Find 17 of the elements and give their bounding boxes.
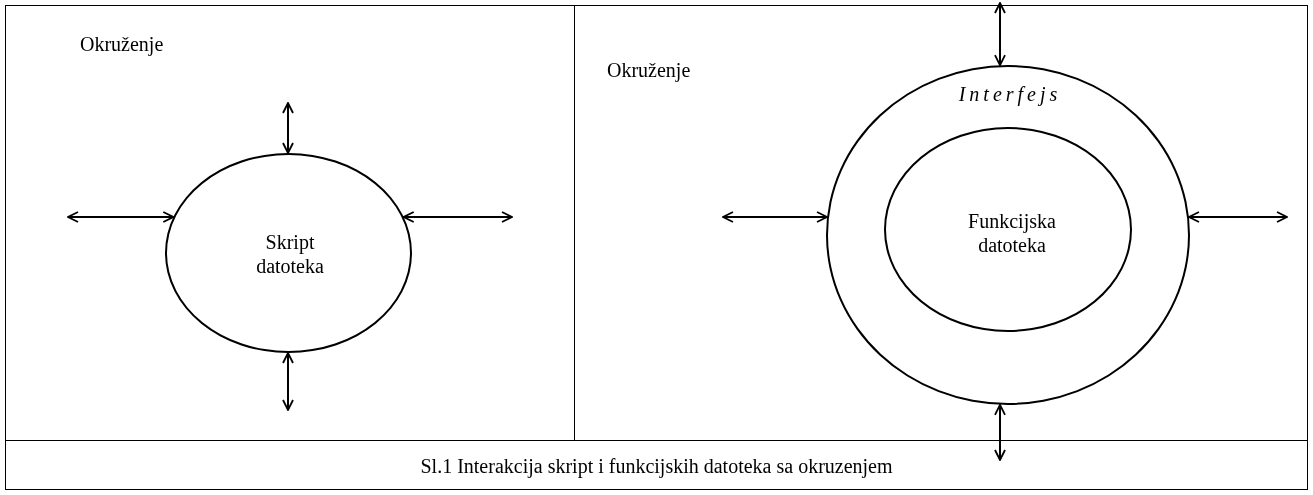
ellipse — [826, 65, 1190, 405]
node-text: Okruženje — [80, 32, 164, 56]
double-arrow — [402, 211, 513, 223]
ellipse — [165, 153, 412, 353]
double-arrow — [282, 102, 294, 154]
caption: Sl.1 Interakcija skript i funkcijskih datoteka sa okruzenjem — [420, 453, 893, 478]
node-text: Okruženje — [607, 58, 691, 82]
node-text: Skript datoteka — [255, 230, 325, 278]
double-arrow — [722, 211, 828, 223]
node-text: Funkcijska datoteka — [967, 209, 1057, 257]
double-arrow — [994, 2, 1006, 67]
arc-label: Interfejs — [958, 82, 1062, 106]
double-arrow — [1188, 211, 1288, 223]
double-arrow — [282, 352, 294, 411]
ellipse — [884, 127, 1132, 332]
double-arrow — [994, 403, 1006, 461]
double-arrow — [67, 211, 175, 223]
